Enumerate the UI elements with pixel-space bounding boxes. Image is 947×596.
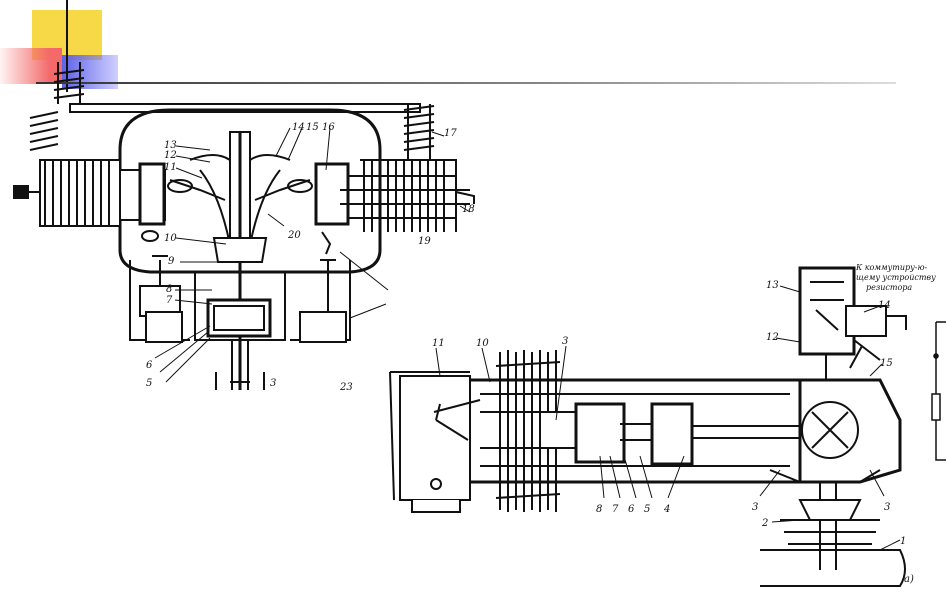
label-r7: 7 — [612, 504, 619, 515]
label-7: 7 — [166, 295, 173, 306]
label-r14: 14 — [878, 300, 891, 311]
note-line-2: щему устройству — [856, 273, 936, 282]
label-r2: 2 — [761, 518, 768, 529]
right-bushing — [314, 159, 475, 232]
label-r10: 10 — [476, 338, 489, 349]
label-11: 11 — [164, 162, 177, 173]
central-mechanism — [141, 131, 332, 390]
label-10: 10 — [164, 233, 177, 244]
label-20: 20 — [287, 230, 301, 241]
label-16: 16 — [322, 122, 335, 133]
decorative-red-square — [0, 48, 62, 84]
right-head — [769, 378, 902, 484]
label-5: 5 — [146, 378, 152, 389]
leader-lines — [154, 127, 471, 383]
label-r12: 12 — [766, 332, 779, 343]
right-bellows — [495, 350, 561, 512]
label-8: 8 — [166, 284, 172, 295]
label-r4: 4 — [663, 504, 670, 515]
note-line-3: резистора — [866, 283, 912, 292]
right-drawing: 11 10 3 13 12 14 15 1 2 3 3 8 7 6 5 4 а)… — [389, 263, 946, 587]
label-r3-left: 3 — [752, 502, 758, 513]
label-r8: 8 — [596, 504, 602, 515]
decorative-vertical-line — [66, 0, 68, 92]
label-15: 15 — [306, 122, 319, 133]
label-r15: 15 — [880, 358, 893, 369]
bottom-drive — [760, 482, 906, 587]
label-6: 6 — [146, 360, 153, 371]
label-9: 9 — [168, 256, 175, 267]
label-r1: 1 — [900, 536, 906, 547]
label-subfigure-a: а) — [904, 574, 914, 585]
label-14: 14 — [292, 122, 305, 133]
left-drawing: 13 12 11 14 15 16 17 18 19 20 10 9 8 7 6… — [13, 62, 475, 393]
label-18: 18 — [462, 204, 475, 215]
right-leader-lines — [435, 285, 901, 551]
label-12: 12 — [164, 150, 177, 161]
label-r11: 11 — [432, 338, 445, 349]
resistor-symbol — [931, 321, 946, 461]
label-23: 23 — [339, 382, 353, 393]
lower-housing — [129, 255, 351, 390]
label-r6: 6 — [628, 504, 635, 515]
label-13: 13 — [164, 140, 177, 151]
label-17: 17 — [444, 128, 457, 139]
right-labels: 11 10 3 13 12 14 15 1 2 3 3 8 7 6 5 4 а)… — [432, 263, 936, 585]
top-left-spring — [29, 62, 85, 151]
label-3: 3 — [270, 378, 276, 389]
label-r3-top: 3 — [562, 336, 568, 347]
label-r13: 13 — [766, 280, 779, 291]
label-r3-right: 3 — [884, 502, 890, 513]
left-bellows — [13, 159, 166, 227]
top-right-spring — [403, 104, 435, 160]
note-line-1: К коммутиру-ю- — [855, 263, 927, 272]
left-labels: 13 12 11 14 15 16 17 18 19 20 10 9 8 7 6… — [146, 122, 475, 393]
title-underline — [36, 82, 896, 84]
label-r5: 5 — [644, 504, 650, 515]
label-19: 19 — [418, 236, 431, 247]
